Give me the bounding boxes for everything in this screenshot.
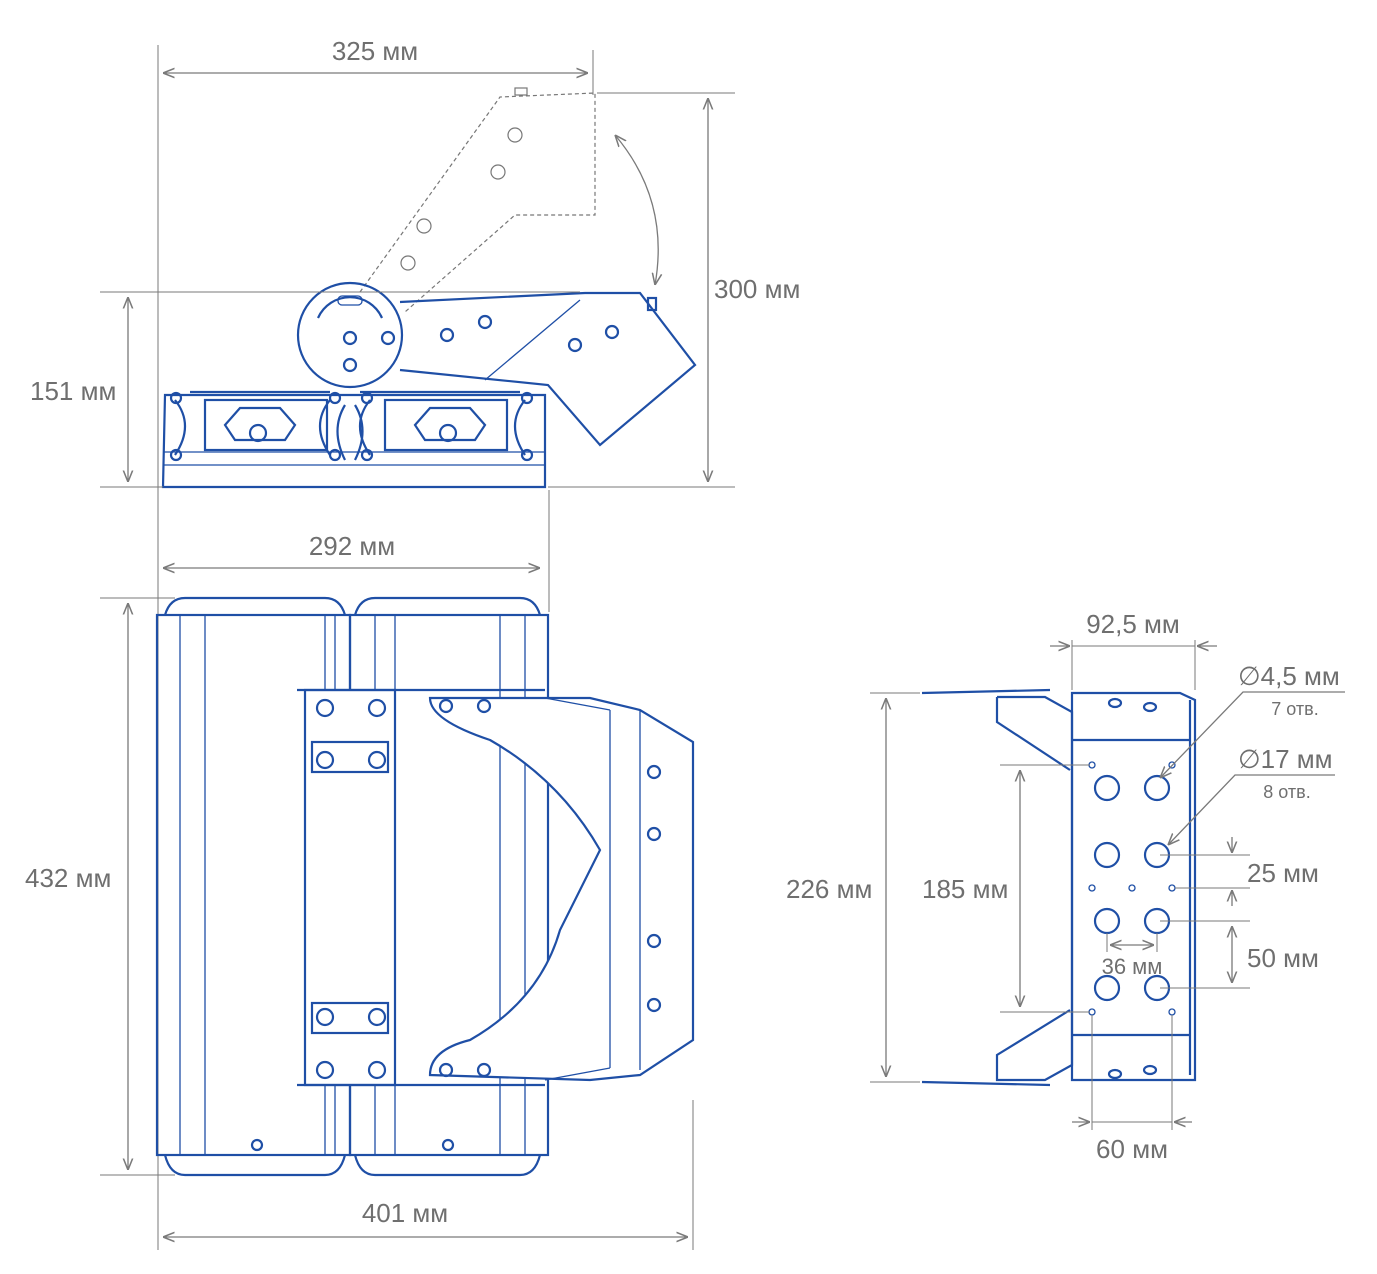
dim-401: 401 мм (362, 1198, 448, 1228)
hole-callout-large-count: 8 отв. (1263, 782, 1310, 802)
side-view-dimensions: 325 мм 300 мм 151 мм (30, 36, 800, 1250)
side-view (161, 87, 697, 489)
tilt-arc-arrow (615, 135, 658, 285)
dim-300: 300 мм (714, 274, 800, 304)
bracket-view: 92,5 мм 226 мм 185 мм 25 мм 50 мм 36 мм … (786, 609, 1345, 1164)
arm-top (428, 696, 695, 1082)
dim-151: 151 мм (30, 376, 116, 406)
hole-callout-large-diameter: ∅17 мм (1238, 744, 1333, 774)
dim-25: 25 мм (1247, 858, 1319, 888)
hole-callout-small-diameter: ∅4,5 мм (1238, 661, 1340, 691)
mount-plate (297, 688, 545, 1087)
arm-bracket (399, 291, 697, 447)
dim-226: 226 мм (786, 874, 872, 904)
top-view: 292 мм 432 мм 401 мм (25, 490, 695, 1250)
dim-185: 185 мм (922, 874, 1008, 904)
dim-432: 432 мм (25, 863, 111, 893)
luminaire-body-side (161, 390, 547, 489)
dim-36: 36 мм (1102, 954, 1163, 979)
mount-disc (296, 281, 404, 389)
hole-callout-small-count: 7 отв. (1271, 699, 1318, 719)
tilted-bracket-outline (359, 92, 596, 313)
dim-92-5: 92,5 мм (1086, 609, 1180, 639)
dim-325: 325 мм (332, 36, 418, 66)
dim-50: 50 мм (1247, 943, 1319, 973)
dim-60: 60 мм (1096, 1134, 1168, 1164)
dim-292: 292 мм (309, 531, 395, 561)
